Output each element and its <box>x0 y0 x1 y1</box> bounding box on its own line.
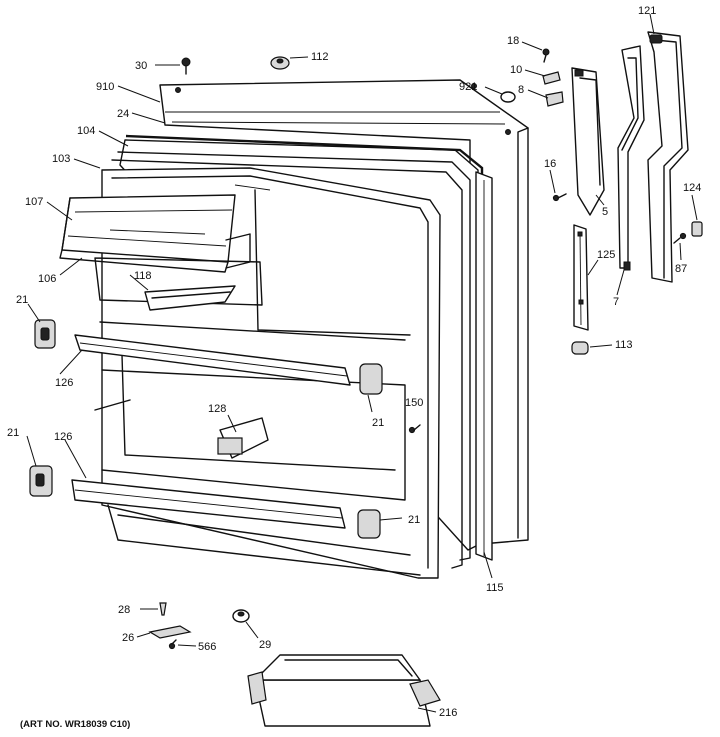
callout-104: 104 <box>77 125 95 137</box>
callout-115: 115 <box>486 582 504 594</box>
hinge-arm-121 <box>647 31 689 283</box>
callout-24: 24 <box>117 108 129 120</box>
callout-21-lower-left: 21 <box>7 427 19 439</box>
callout-112: 112 <box>311 51 329 63</box>
door-hinge-holes <box>175 83 511 135</box>
hinge-bracket-5 <box>571 67 605 216</box>
callout-30: 30 <box>135 60 147 72</box>
callout-labels: 30 112 910 24 104 103 107 106 118 21 126… <box>7 5 701 719</box>
callout-921: 921 <box>459 81 477 93</box>
callout-121: 121 <box>638 5 656 17</box>
callout-87: 87 <box>675 263 687 275</box>
callout-26: 26 <box>122 632 134 644</box>
callout-124: 124 <box>683 182 701 194</box>
small-hardware <box>148 48 703 650</box>
callout-10: 10 <box>510 64 522 76</box>
callout-5: 5 <box>602 206 608 218</box>
callout-126-lower: 126 <box>54 431 72 443</box>
callout-566: 566 <box>198 641 216 653</box>
shelf-retainer-bracket <box>217 417 269 459</box>
callout-113: 113 <box>615 339 633 351</box>
door-shelf-upper <box>74 334 351 386</box>
callout-118: 118 <box>134 270 152 282</box>
dairy-compartment-body <box>94 257 263 311</box>
hinge-arm-7 <box>617 45 645 271</box>
callout-18: 18 <box>507 35 519 47</box>
callout-125: 125 <box>597 249 615 261</box>
callout-910: 910 <box>96 81 114 93</box>
callout-126-upper: 126 <box>55 377 73 389</box>
callout-21-right-lower: 21 <box>408 514 420 526</box>
leader-lines <box>26 13 698 713</box>
callout-150: 150 <box>405 397 423 409</box>
callout-107: 107 <box>25 196 43 208</box>
door-bin-216 <box>247 654 441 727</box>
callout-28: 28 <box>118 604 130 616</box>
callout-8: 8 <box>518 84 524 96</box>
shelf-end-caps <box>29 319 383 539</box>
callout-128: 128 <box>208 403 226 415</box>
art-number-caption: (ART NO. WR18039 C10) <box>20 719 130 730</box>
dairy-compartment-door <box>59 194 251 273</box>
side-trim-strip <box>475 171 493 561</box>
callout-29: 29 <box>259 639 271 651</box>
callout-16: 16 <box>544 158 556 170</box>
callout-216: 216 <box>439 707 457 719</box>
callout-21-upper-left: 21 <box>16 294 28 306</box>
callout-7: 7 <box>613 296 619 308</box>
door-shelf-lower <box>71 479 346 529</box>
callout-106: 106 <box>38 273 56 285</box>
callout-103: 103 <box>52 153 70 165</box>
hinge-channel-125 <box>573 224 589 331</box>
callout-21-right-upper: 21 <box>372 417 384 429</box>
